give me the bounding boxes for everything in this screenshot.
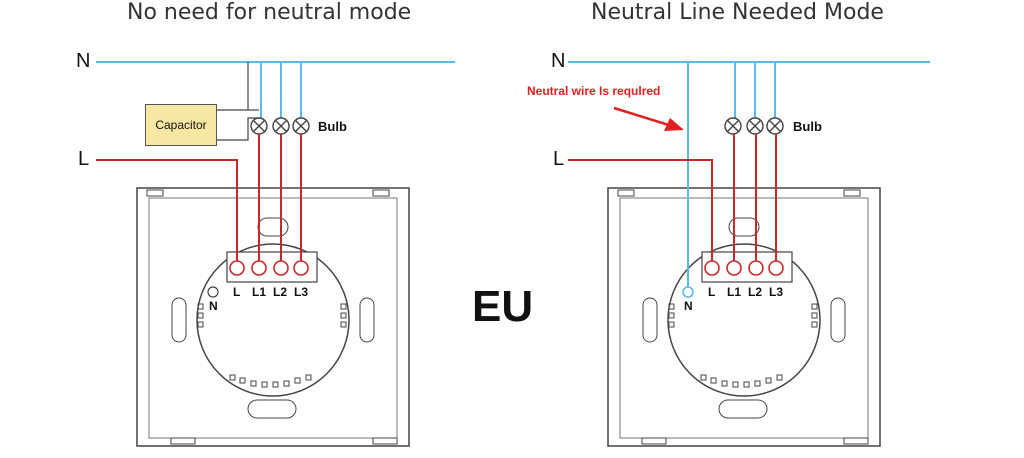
right-terminal-block [701, 251, 793, 283]
right-live-label: L [553, 148, 565, 170]
left-neutral-label: N [76, 50, 91, 72]
left-bulb-2 [272, 117, 290, 135]
left-bulb-1 [250, 117, 268, 135]
left-terminal-label-l1: L1 [252, 285, 267, 299]
right-neutral-label: N [551, 50, 566, 72]
left-panel-title: No need for neutral mode [127, 0, 412, 25]
left-live-line [96, 159, 238, 261]
left-terminal-label-l3: L3 [294, 285, 309, 299]
right-bulb-1 [724, 117, 742, 135]
left-panel [96, 61, 455, 447]
right-live-line [568, 159, 713, 261]
left-terminal-label-l2: L2 [273, 285, 288, 299]
right-bulb-3 [766, 117, 784, 135]
left-live-label: L [78, 148, 90, 170]
right-terminal-label-l: L [708, 285, 716, 299]
left-bulb-label: Bulb [318, 119, 347, 134]
right-neutral-note: Neutral wire Is requlred [527, 84, 661, 98]
left-capacitor: Capacitor [145, 104, 217, 146]
right-panel [568, 61, 930, 447]
right-switch-plate [607, 187, 881, 447]
right-terminal-label-l2: L2 [748, 285, 763, 299]
right-mount-circle [667, 243, 821, 397]
right-switch-plate-inner [619, 197, 869, 439]
left-terminal-n [207, 286, 219, 298]
left-switch-plate-inner [148, 197, 398, 439]
left-terminal-block [226, 251, 318, 283]
left-mount-circle [196, 243, 350, 397]
right-terminal-n [682, 286, 694, 298]
right-bulb-2 [746, 117, 764, 135]
left-terminal-label-n: N [209, 299, 218, 313]
left-bulb-3 [292, 117, 310, 135]
right-note-arrow [613, 106, 684, 131]
right-terminal-label-l3: L3 [769, 285, 784, 299]
right-terminal-label-n: N [684, 299, 693, 313]
left-terminal-label-l: L [233, 285, 241, 299]
region-label: EU [472, 282, 534, 331]
right-panel-title: Neutral Line Needed Mode [591, 0, 884, 25]
right-terminal-label-l1: L1 [727, 285, 742, 299]
right-bulb-label: Bulb [793, 119, 822, 134]
left-switch-plate [136, 187, 410, 447]
